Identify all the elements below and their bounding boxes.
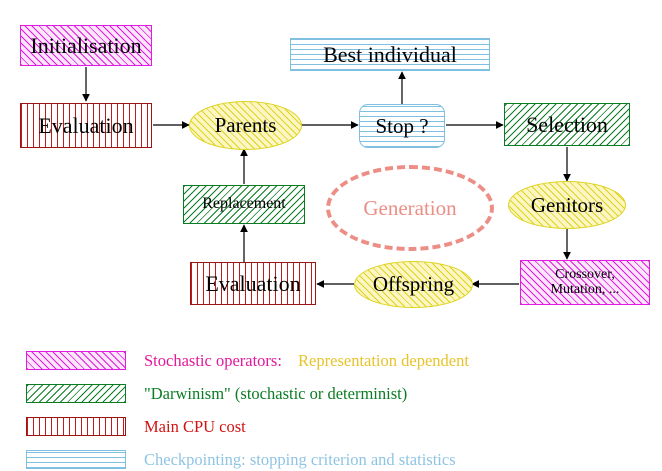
legend: Stochastic operators: Representation dep…: [26, 347, 626, 471]
node-best-individual-label: Best individual: [323, 41, 457, 67]
node-offspring-label: Offspring: [372, 272, 455, 297]
legend-row-checkpointing: Checkpointing: stopping criterion and st…: [26, 446, 626, 471]
node-replacement[interactable]: Replacement: [183, 185, 305, 224]
legend-text-primary: "Darwinism" (stochastic or determinist): [144, 383, 408, 403]
node-evaluation-bottom[interactable]: Evaluation: [190, 262, 316, 305]
node-parents[interactable]: Parents: [189, 101, 302, 150]
legend-swatch-blue-horizontal: [26, 450, 126, 469]
generation-ellipse: Generation: [326, 165, 494, 251]
legend-text-primary: Stochastic operators:: [144, 350, 282, 370]
legend-row-stochastic-operators: Stochastic operators: Representation dep…: [26, 347, 626, 374]
legend-label-main-cpu-cost: Main CPU cost: [144, 417, 246, 437]
node-evaluation-top[interactable]: Evaluation: [20, 103, 152, 148]
node-offspring[interactable]: Offspring: [354, 261, 473, 308]
legend-label-darwinism: "Darwinism" (stochastic or determinist): [144, 384, 407, 404]
node-initialisation[interactable]: Initialisation: [20, 25, 152, 66]
node-crossover-mutation[interactable]: Crossover, Mutation, ...: [520, 260, 650, 305]
legend-swatch-red-vertical: [26, 417, 126, 436]
legend-text-secondary: Representation dependent: [298, 350, 469, 370]
legend-label-checkpointing: Checkpointing: stopping criterion and st…: [144, 450, 456, 470]
legend-row-main-cpu-cost: Main CPU cost: [26, 413, 626, 440]
legend-swatch-green-hatch: [26, 384, 126, 403]
node-crossover-mutation-label-line1: Crossover,: [555, 266, 615, 282]
node-genitors-label: Genitors: [530, 192, 604, 217]
node-selection-label: Selection: [526, 111, 608, 137]
legend-swatch-magenta-hatch: [26, 351, 126, 370]
node-initialisation-label: Initialisation: [30, 32, 142, 58]
node-evaluation-top-label: Evaluation: [38, 112, 134, 138]
node-stop-label: Stop ?: [375, 113, 429, 138]
generation-label: Generation: [363, 195, 457, 220]
node-genitors[interactable]: Genitors: [508, 181, 626, 229]
legend-text-primary: Checkpointing: stopping criterion and st…: [144, 449, 456, 469]
legend-text-primary: Main CPU cost: [144, 416, 246, 436]
node-selection[interactable]: Selection: [504, 103, 630, 146]
node-crossover-mutation-label-line2: Mutation, ...: [550, 281, 620, 297]
node-evaluation-bottom-label: Evaluation: [205, 270, 301, 296]
node-best-individual[interactable]: Best individual: [290, 38, 490, 71]
node-stop[interactable]: Stop ?: [359, 104, 445, 148]
legend-label-stochastic-operators: Stochastic operators: Representation dep…: [144, 351, 469, 371]
legend-row-darwinism: "Darwinism" (stochastic or determinist): [26, 380, 626, 407]
node-parents-label: Parents: [214, 113, 277, 138]
node-replacement-label: Replacement: [202, 195, 286, 213]
